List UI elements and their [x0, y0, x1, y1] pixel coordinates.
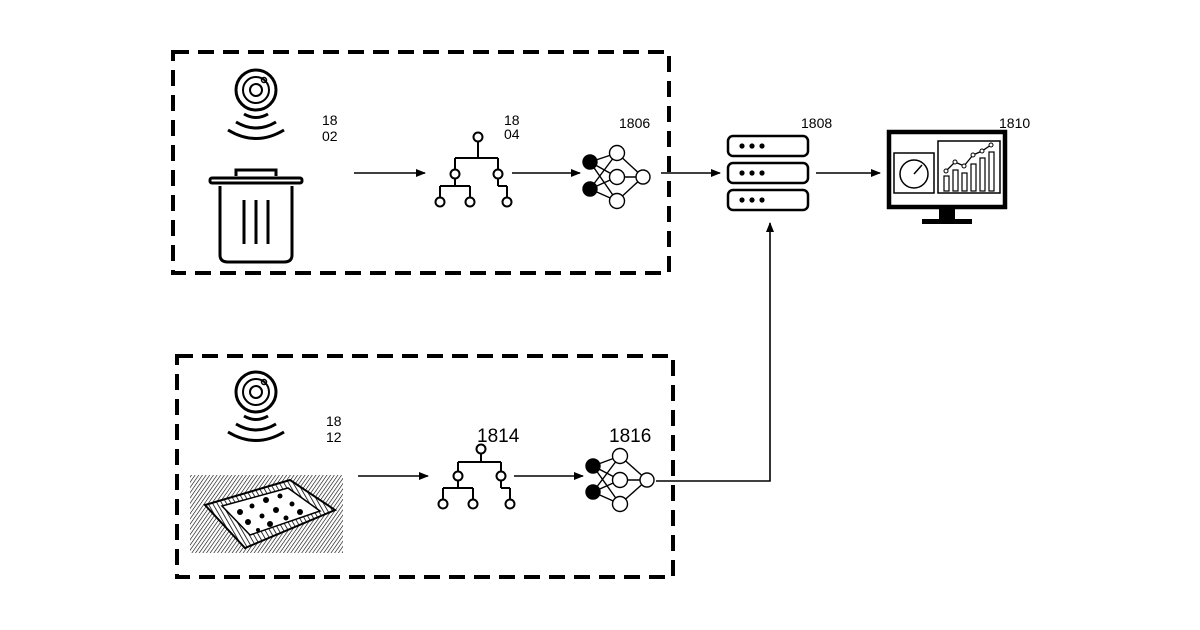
trash-bin-icon — [210, 170, 302, 262]
sensor-icon — [228, 70, 284, 139]
sensor-bottom-label: 18 12 — [326, 413, 342, 445]
photo-tray-image — [190, 475, 343, 553]
server-label: 1808 — [801, 115, 832, 131]
decision-tree-icon — [439, 445, 515, 509]
server-icon — [728, 136, 808, 210]
monitor-label: 1810 — [999, 115, 1030, 131]
monitor-dashboard-icon — [889, 132, 1005, 224]
neural-network-icon — [583, 146, 650, 209]
sensor-top-label: 18 02 — [322, 112, 338, 144]
nn-bottom-label: 1816 — [609, 426, 651, 448]
nn-top-label: 1806 — [619, 115, 650, 131]
sensor-icon — [228, 372, 284, 441]
decision-tree-icon — [436, 133, 512, 207]
neural-network-icon — [586, 449, 654, 512]
tree-top-label: 18 04 — [504, 112, 520, 140]
tree-bottom-label: 1814 — [477, 426, 519, 448]
